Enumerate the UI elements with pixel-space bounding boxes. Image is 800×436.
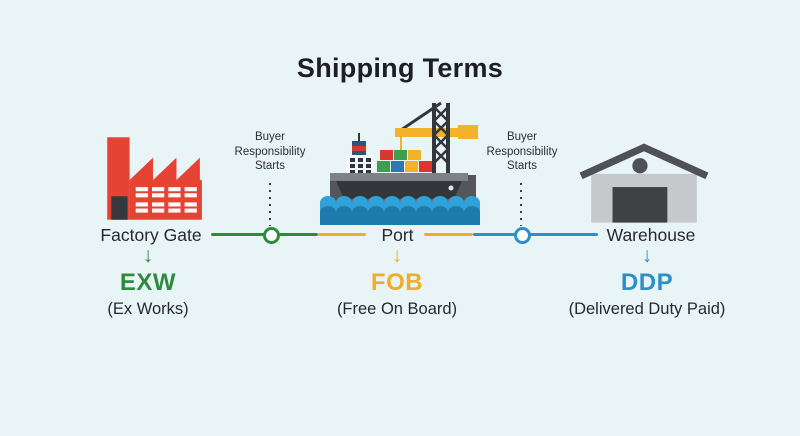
handover-node-blue xyxy=(514,227,531,244)
location-label-warehouse: Warehouse xyxy=(606,225,696,245)
marker-line: Starts xyxy=(254,160,286,172)
dotted-connector xyxy=(520,183,522,226)
station-fob: ↓ FOB (Free On Board) xyxy=(312,244,482,320)
marker-line: Starts xyxy=(506,160,538,172)
timeline-segment-fob-left xyxy=(318,233,366,236)
incoterm-code: DDP xyxy=(620,269,674,296)
location-label-factory-gate: Factory Gate xyxy=(100,225,202,245)
station-exw: ↓ EXW (Ex Works) xyxy=(63,244,233,320)
incoterm-full-name: (Delivered Duty Paid) xyxy=(568,300,726,318)
down-arrow-icon: ↓ xyxy=(391,244,403,267)
buyer-responsibility-label: Buyer Responsibility Starts xyxy=(460,130,584,174)
timeline-segment-fob-right xyxy=(424,233,473,236)
factory-icon xyxy=(95,133,207,230)
buyer-responsibility-label: Buyer Responsibility Starts xyxy=(208,130,332,174)
marker-line: Responsibility xyxy=(234,145,306,158)
timeline-segment-ddp xyxy=(473,233,598,236)
incoterm-code: FOB xyxy=(370,269,424,296)
dotted-connector xyxy=(269,183,271,226)
marker-line: Buyer xyxy=(506,131,538,143)
incoterm-code: EXW xyxy=(119,269,177,296)
handover-node-green xyxy=(263,227,280,244)
cargo-ship-icon xyxy=(320,95,480,230)
down-arrow-icon: ↓ xyxy=(641,244,653,267)
incoterm-full-name: (Free On Board) xyxy=(336,300,458,318)
warehouse-icon xyxy=(578,143,710,230)
station-ddp: ↓ DDP (Delivered Duty Paid) xyxy=(562,244,732,320)
incoterm-full-name: (Ex Works) xyxy=(107,300,189,318)
location-label-port: Port xyxy=(381,225,414,245)
marker-line: Responsibility xyxy=(486,145,558,158)
page-title: Shipping Terms xyxy=(296,53,504,83)
down-arrow-icon: ↓ xyxy=(142,244,154,267)
marker-line: Buyer xyxy=(254,131,286,143)
